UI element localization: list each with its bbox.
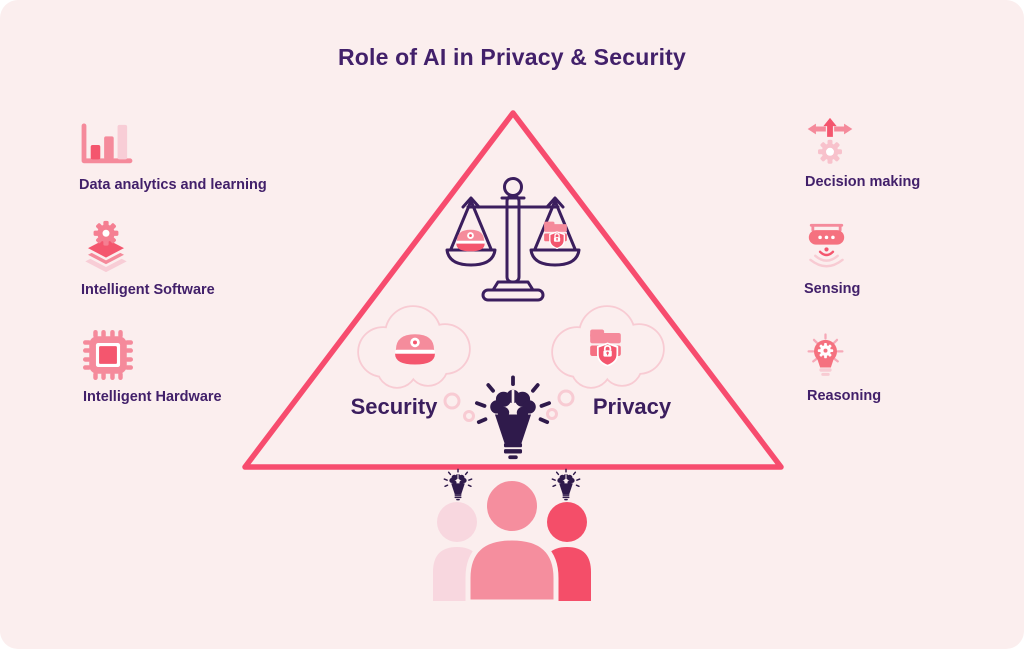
feature-label: Decision making (805, 174, 921, 190)
page-title: Role of AI in Privacy & Security (337, 44, 687, 70)
thought-cloud-privacy (546, 305, 665, 420)
brain-lightbulb-icon-small (551, 468, 581, 502)
software-stack-gear-icon (82, 220, 130, 273)
thought-bubbles (443, 392, 475, 422)
triangle-outline (242, 110, 784, 470)
feature-decision-making: Decision making (805, 117, 920, 190)
feature-label: Intelligent Software (81, 282, 215, 298)
security-label: Security (350, 394, 438, 419)
decision-arrows-gear-icon (807, 117, 853, 164)
processor-chip-icon (83, 330, 133, 380)
feature-intelligent-hardware: Intelligent Hardware (83, 330, 222, 405)
police-cap-icon-small (456, 229, 485, 252)
thought-bubbles (546, 389, 575, 420)
feature-reasoning: Reasoning (807, 333, 881, 404)
thought-cloud-security (357, 305, 475, 422)
person-center (465, 476, 559, 605)
feature-intelligent-software: Intelligent Software (81, 220, 215, 298)
brain-lightbulb-icon-small (443, 468, 473, 502)
balance-scale-icon (445, 177, 581, 302)
police-cap-icon (395, 334, 435, 365)
feature-sensing: Sensing (804, 222, 860, 297)
people-group-icon (433, 468, 591, 605)
folder-lock-icon-small (543, 220, 568, 249)
feature-data-analytics: Data analytics and learning (79, 122, 267, 193)
privacy-label: Privacy (592, 394, 672, 419)
feature-label: Intelligent Hardware (83, 389, 222, 405)
bar-chart-icon (81, 123, 133, 164)
feature-label: Reasoning (807, 388, 882, 404)
sensor-signal-icon (808, 223, 845, 268)
brain-lightbulb-icon (474, 375, 551, 462)
feature-label: Data analytics and learning (79, 177, 267, 193)
feature-label: Sensing (804, 281, 861, 297)
lightbulb-gear-icon (807, 333, 844, 376)
